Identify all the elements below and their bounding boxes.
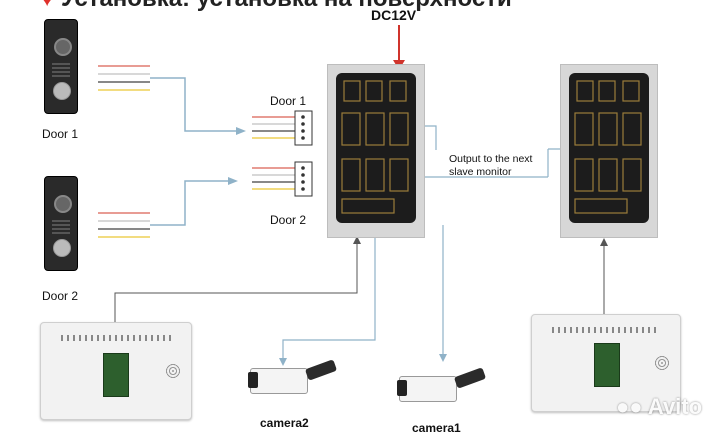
door-station-2	[44, 176, 78, 271]
connector-board	[336, 73, 416, 223]
connector-board-icon	[594, 343, 620, 387]
door2-terminal-label: Door 2	[270, 213, 307, 227]
call-button-icon[interactable]	[53, 82, 71, 100]
camera1-label: camera1	[412, 421, 461, 435]
speaker-icon	[654, 355, 670, 371]
page-title: ♥ Установка: установка на поверхности	[40, 0, 512, 13]
door1-terminal-block	[252, 110, 313, 146]
monitor-to-panel-arrow	[114, 240, 358, 322]
camera-mount	[304, 359, 338, 381]
connector-board-icon	[103, 353, 129, 397]
camera-lens-icon	[248, 372, 258, 388]
call-button-icon[interactable]	[53, 239, 71, 257]
door2-wires	[98, 212, 150, 238]
connector-board	[569, 73, 649, 223]
door2-side-label: Door 2	[42, 289, 79, 303]
camera2-connection-arrow	[282, 236, 376, 362]
output-label: Output to the next slave monitor	[449, 153, 533, 178]
door2-terminal-block	[252, 161, 313, 197]
heart-icon: ♥	[40, 0, 54, 12]
master-monitor	[40, 322, 192, 420]
speaker-grille	[52, 220, 70, 234]
door1-terminal-label: Door 1	[270, 94, 307, 108]
master-back-panel	[327, 64, 425, 238]
vent-grille	[552, 327, 660, 333]
camera-lens-icon	[54, 38, 72, 56]
camera2-device	[248, 359, 338, 400]
camera2-label: camera2	[260, 416, 309, 430]
avito-watermark: ●● Avito	[616, 394, 703, 419]
camera-body	[399, 376, 457, 402]
camera-lens-icon	[54, 195, 72, 213]
speaker-icon	[165, 363, 181, 379]
speaker-grille	[52, 63, 70, 77]
dc12v-label: DC12V	[371, 7, 417, 23]
door1-side-label: Door 1	[42, 127, 79, 141]
door2-connection-arrow	[150, 180, 232, 226]
slave-monitor	[531, 314, 681, 412]
door1-connection-arrow	[150, 77, 240, 132]
camera-body	[250, 368, 308, 394]
connector-ports	[341, 80, 409, 214]
door-station-1	[44, 19, 78, 114]
slave-back-panel	[560, 64, 658, 238]
avito-logo-icon: ●●	[616, 394, 643, 419]
vent-grille	[61, 335, 171, 341]
camera-mount	[453, 367, 487, 389]
door1-wires	[98, 65, 150, 91]
connector-ports	[574, 80, 642, 214]
camera-lens-icon	[397, 380, 407, 396]
camera1-device	[397, 367, 487, 408]
